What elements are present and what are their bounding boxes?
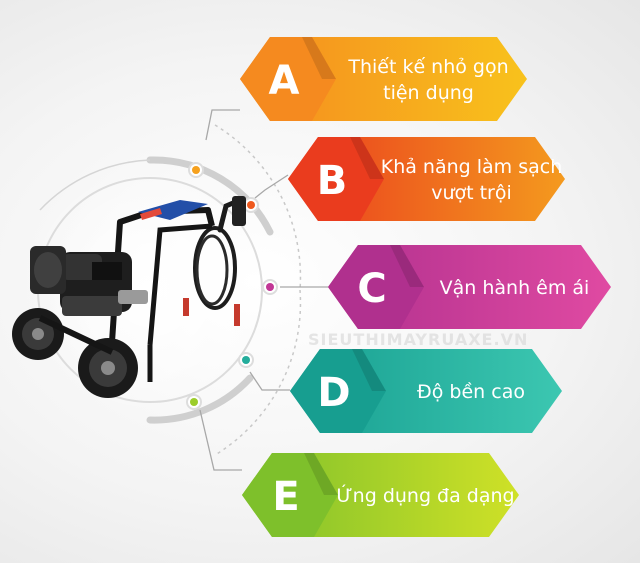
dot-b [247,201,255,209]
watermark: SIEUTHIMAYRUAXE.VN [308,330,529,349]
badge-fold [352,349,386,391]
feature-label-line: vượt trội [431,182,512,204]
connector-a [205,109,240,141]
feature-item-e: E Ứng dụng đa dạng [242,453,519,537]
connector-dots [186,162,278,410]
pressure-washer-image [12,196,246,398]
feature-letter: C [357,266,386,312]
feature-item-b: B Khả năng làm sạch vượt trội [288,137,565,221]
feature-item-a: A Thiết kế nhỏ gọn tiện dụng [240,37,527,121]
dot-a [192,166,200,174]
feature-label-line: Khả năng làm sạch [381,156,563,178]
letter-badge [242,453,338,537]
badge-fold [350,137,384,179]
dot-d [242,356,250,364]
letter-badge [328,245,424,329]
feature-label-line: Độ bền cao [417,381,525,403]
letter-badge [240,37,336,121]
feature-letter: B [317,158,348,204]
feature-label-line: Vận hành êm ái [440,277,590,299]
badge-fold [304,453,338,495]
badge-fold [302,37,336,79]
feature-item-d: D Độ bền cao [290,349,562,433]
feature-label-line: tiện dụng [383,82,474,104]
feature-label-line: Thiết kế nhỏ gọn [347,56,508,78]
feature-letter: D [317,370,350,416]
badge-fold [390,245,424,287]
feature-label-line: Ứng dụng đa dạng [336,483,514,507]
dot-e [190,398,198,406]
connector-b [254,174,289,199]
connector-d [249,371,290,391]
dot-c [266,283,274,291]
feature-letter: A [269,58,300,104]
feature-letter: E [272,474,299,520]
feature-item-c: C Vận hành êm ái [328,245,611,329]
letter-badge [288,137,384,221]
letter-badge [290,349,386,433]
connector-e [199,409,242,471]
connector-lines [199,109,328,471]
